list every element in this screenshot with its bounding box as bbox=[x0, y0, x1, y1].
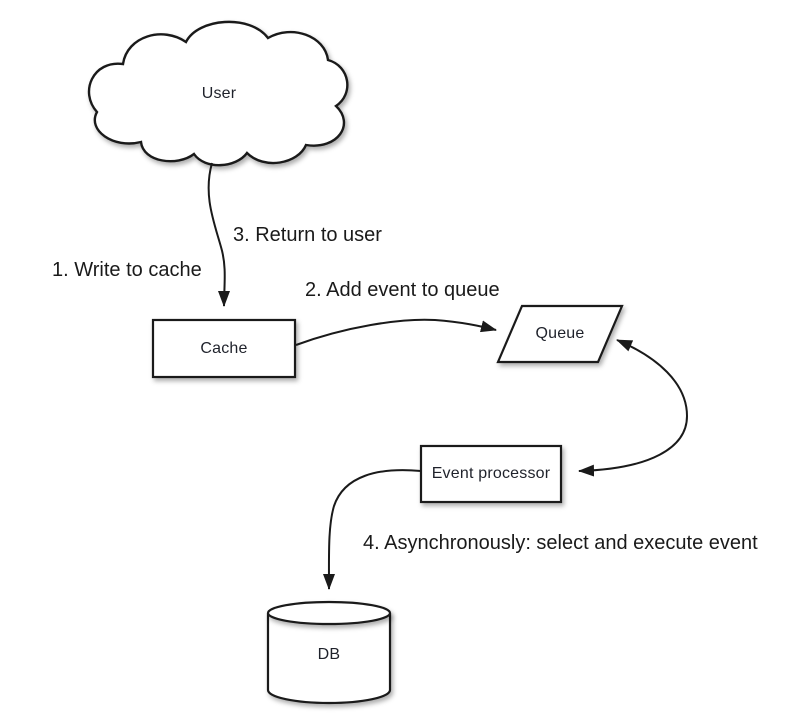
edge-event-processor-to-db bbox=[322, 469, 422, 590]
db-cylinder-shape bbox=[266, 600, 392, 705]
user-cloud-shape bbox=[87, 20, 349, 167]
edge-cache-to-queue bbox=[295, 318, 497, 346]
edge-queue-event-processor bbox=[578, 339, 689, 477]
cache-box-shape bbox=[151, 318, 297, 379]
queue-parallelogram-shape bbox=[496, 304, 624, 364]
event-processor-box-shape bbox=[419, 444, 563, 504]
edge-user-to-cache bbox=[207, 162, 231, 307]
